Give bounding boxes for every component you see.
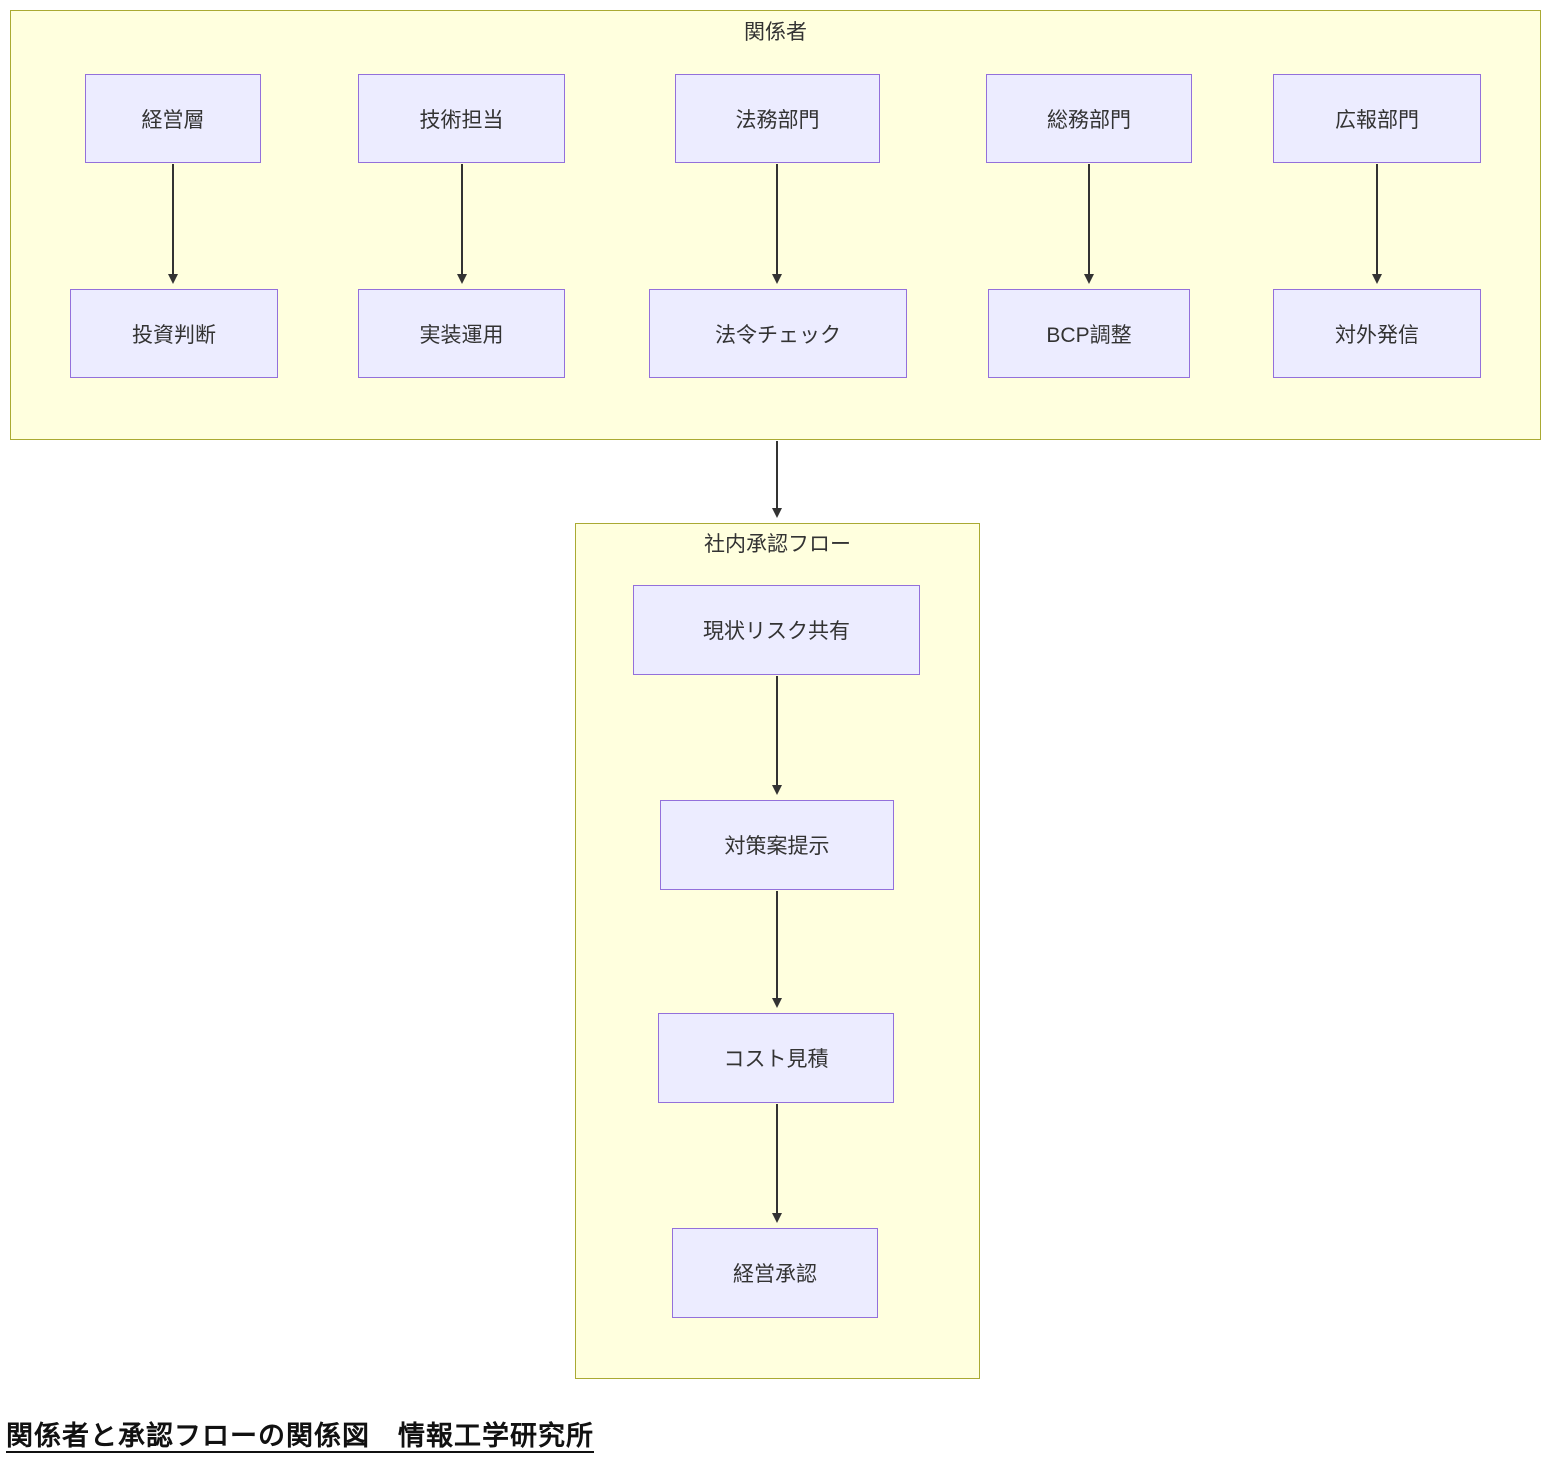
node-label: 法務部門 <box>735 108 820 132</box>
node-label: 法令チェック <box>715 323 841 347</box>
node-general-affairs-dept: 総務部門 <box>986 74 1192 163</box>
node-label: 投資判断 <box>132 323 216 347</box>
node-countermeasure-proposal: 対策案提示 <box>660 800 894 890</box>
node-label: 総務部門 <box>1047 108 1131 132</box>
diagram-caption: 関係者と承認フローの関係図 情報工学研究所 <box>6 1421 594 1451</box>
node-legal-dept: 法務部門 <box>675 74 880 163</box>
node-label: 対策案提示 <box>724 835 830 858</box>
node-implementation-operation: 実装運用 <box>358 289 565 378</box>
node-label: 対外発信 <box>1335 323 1419 347</box>
node-cost-estimate: コスト見積 <box>658 1013 894 1103</box>
node-label: 技術担当 <box>419 108 504 132</box>
node-management-approval: 経営承認 <box>672 1228 878 1318</box>
node-label: 経営層 <box>141 108 205 132</box>
node-label: 実装運用 <box>419 323 504 347</box>
node-external-communication: 対外発信 <box>1273 289 1481 378</box>
node-management-layer: 経営層 <box>85 74 261 163</box>
node-label: 経営承認 <box>733 1263 817 1286</box>
node-label: コスト見積 <box>723 1048 829 1071</box>
node-current-risk-sharing: 現状リスク共有 <box>633 585 920 675</box>
node-investment-decision: 投資判断 <box>70 289 278 378</box>
subgraph-stakeholders-title: 関係者 <box>744 21 807 44</box>
node-bcp-coordination: BCP調整 <box>988 289 1190 378</box>
node-label: 広報部門 <box>1335 108 1419 132</box>
node-label: 現状リスク共有 <box>703 620 850 643</box>
node-tech-staff: 技術担当 <box>358 74 565 163</box>
node-label: BCP調整 <box>1046 323 1132 347</box>
subgraph-approval-flow-title: 社内承認フロー <box>704 533 851 556</box>
node-pr-dept: 広報部門 <box>1273 74 1481 163</box>
node-legal-check: 法令チェック <box>649 289 907 378</box>
